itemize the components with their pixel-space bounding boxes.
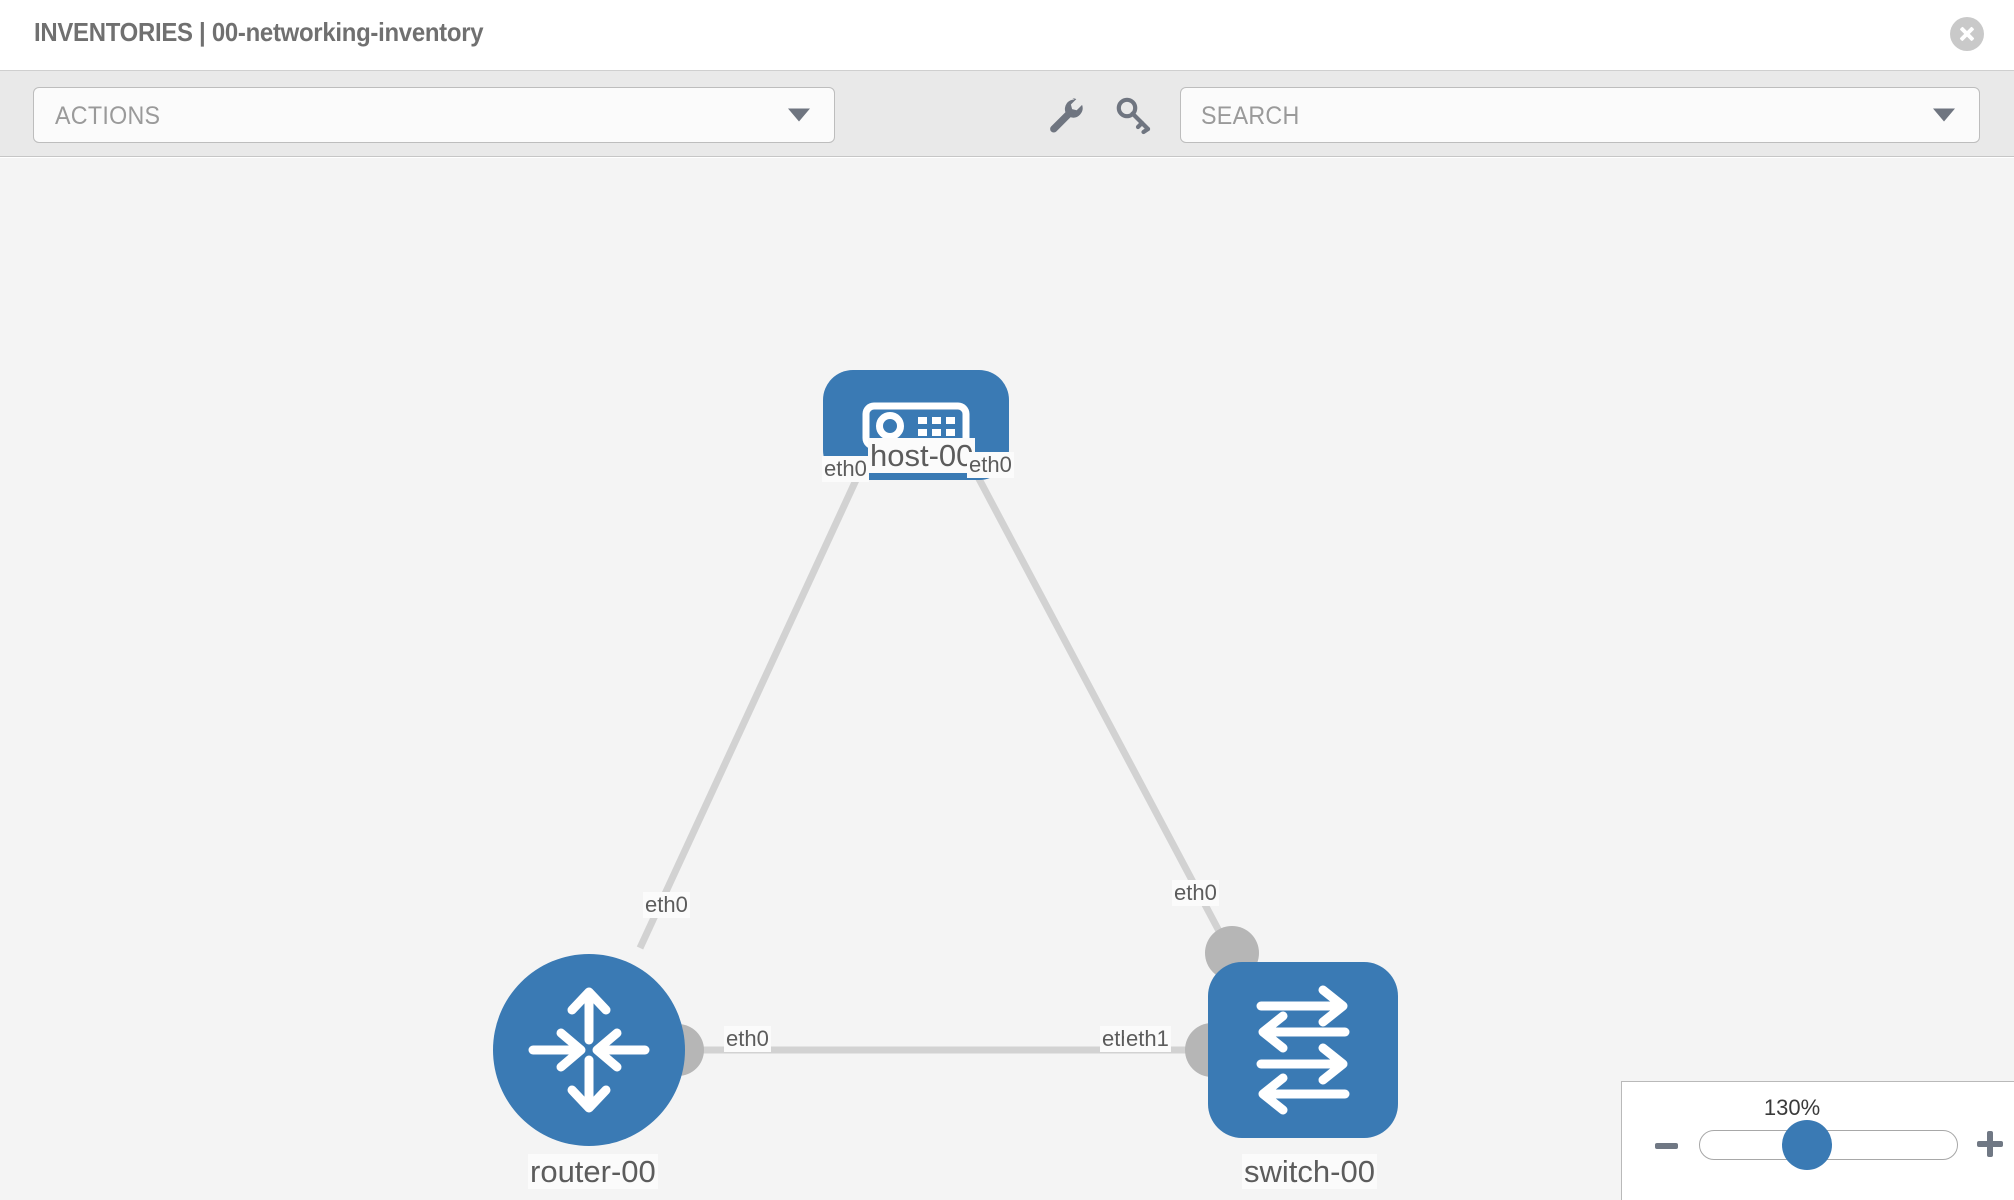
chevron-down-icon <box>1933 108 1955 122</box>
link-host-router[interactable] <box>636 426 884 950</box>
actions-dropdown-label: ACTIONS <box>55 102 161 130</box>
search-input[interactable]: SEARCH <box>1180 87 1980 143</box>
zoom-out-button[interactable] <box>1655 1143 1678 1149</box>
port-router-right[interactable] <box>678 1024 704 1076</box>
node-label-switch-00: switch-00 <box>1242 1154 1377 1189</box>
interface-label-router-eth0-up: eth0 <box>643 892 690 918</box>
key-icon[interactable] <box>1112 93 1156 137</box>
toolbar: ACTIONS SEARCH <box>0 70 2014 157</box>
node-router-00[interactable] <box>493 954 685 1146</box>
node-label-router-00: router-00 <box>528 1154 658 1189</box>
wrench-icon[interactable] <box>1043 93 1087 137</box>
zoom-in-button[interactable] <box>1977 1131 2003 1157</box>
actions-dropdown[interactable]: ACTIONS <box>33 87 835 143</box>
chevron-down-icon <box>788 108 810 122</box>
interface-label-router-eth0: eth0 <box>724 1026 771 1052</box>
topology-canvas[interactable]: eth0 host-00 eth0 eth0 eth0 eth0 eth eth… <box>0 158 2014 1200</box>
topology-graph <box>493 370 1398 1146</box>
node-switch-00[interactable] <box>1208 962 1398 1138</box>
interface-label-switch-eth1: eth1 <box>1124 1026 1171 1052</box>
zoom-slider-thumb[interactable] <box>1782 1120 1832 1170</box>
interface-label-switch-eth0-up: eth0 <box>1172 880 1219 906</box>
zoom-control-panel: 130% <box>1621 1081 2014 1200</box>
zoom-level-value: 130% <box>1763 1095 1821 1120</box>
page-header: INVENTORIES | 00-networking-inventory <box>0 0 2014 70</box>
interface-label-host-eth0-right: eth0 <box>967 452 1014 478</box>
close-icon[interactable] <box>1950 17 1984 51</box>
link-host-switch[interactable] <box>948 426 1232 950</box>
search-placeholder: SEARCH <box>1201 102 1300 130</box>
page-title: INVENTORIES | 00-networking-inventory <box>34 17 484 47</box>
node-label-host-00: host-00 <box>868 438 976 473</box>
interface-label-host-eth0-left: eth0 <box>822 456 869 482</box>
